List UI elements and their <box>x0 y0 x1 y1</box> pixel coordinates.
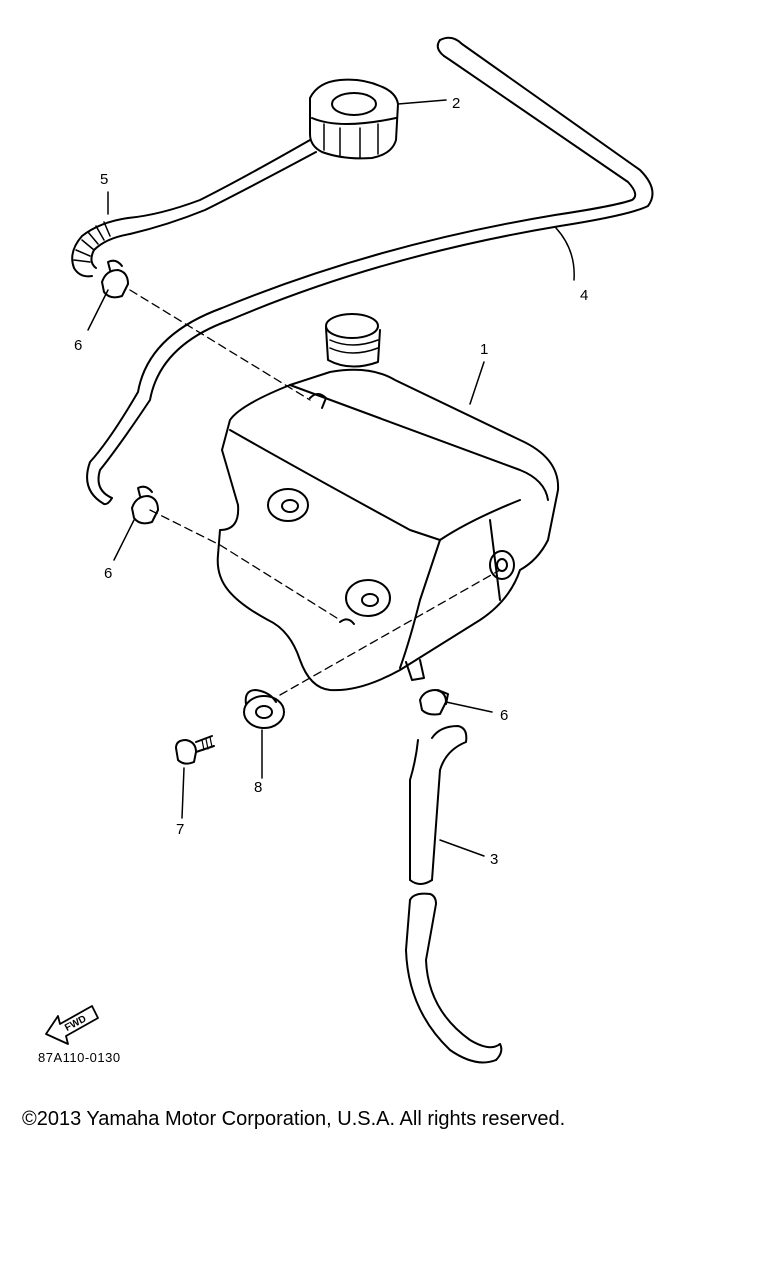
oil-tank-1 <box>216 313 560 692</box>
part-label-3: 3 <box>490 851 498 868</box>
part-label-1: 1 <box>480 341 488 358</box>
copyright-notice: ©2013 Yamaha Motor Corporation, U.S.A. A… <box>22 1108 566 1130</box>
part-label-5: 5 <box>100 171 108 188</box>
breather-hose-4 <box>86 36 654 506</box>
grommet-8 <box>243 689 285 729</box>
hose-clamp-6-lower <box>419 689 449 716</box>
part-label-6-upper: 6 <box>74 337 82 354</box>
part-label-4: 4 <box>580 287 588 304</box>
part-label-2: 2 <box>452 95 460 112</box>
drain-hose-3 <box>405 725 503 1064</box>
leader-lines <box>129 289 501 696</box>
diagram-code: 87A110-0130 <box>38 1050 121 1065</box>
tank-cap-2 <box>309 78 399 160</box>
part-label-6-lower: 6 <box>500 707 508 724</box>
fwd-arrow-icon <box>45 1005 99 1045</box>
hose-clamp-6-middle <box>131 485 159 525</box>
parts-diagram: 1 2 3 4 5 6 6 6 7 8 FWD <box>45 36 654 1064</box>
part-label-7: 7 <box>176 821 184 838</box>
bolt-7 <box>175 735 215 765</box>
part-label-8: 8 <box>254 779 262 796</box>
label-leaders <box>87 99 575 857</box>
hose-clamp-6-upper <box>101 259 129 299</box>
part-label-6-middle: 6 <box>104 565 112 582</box>
vent-hose-5 <box>71 139 317 278</box>
